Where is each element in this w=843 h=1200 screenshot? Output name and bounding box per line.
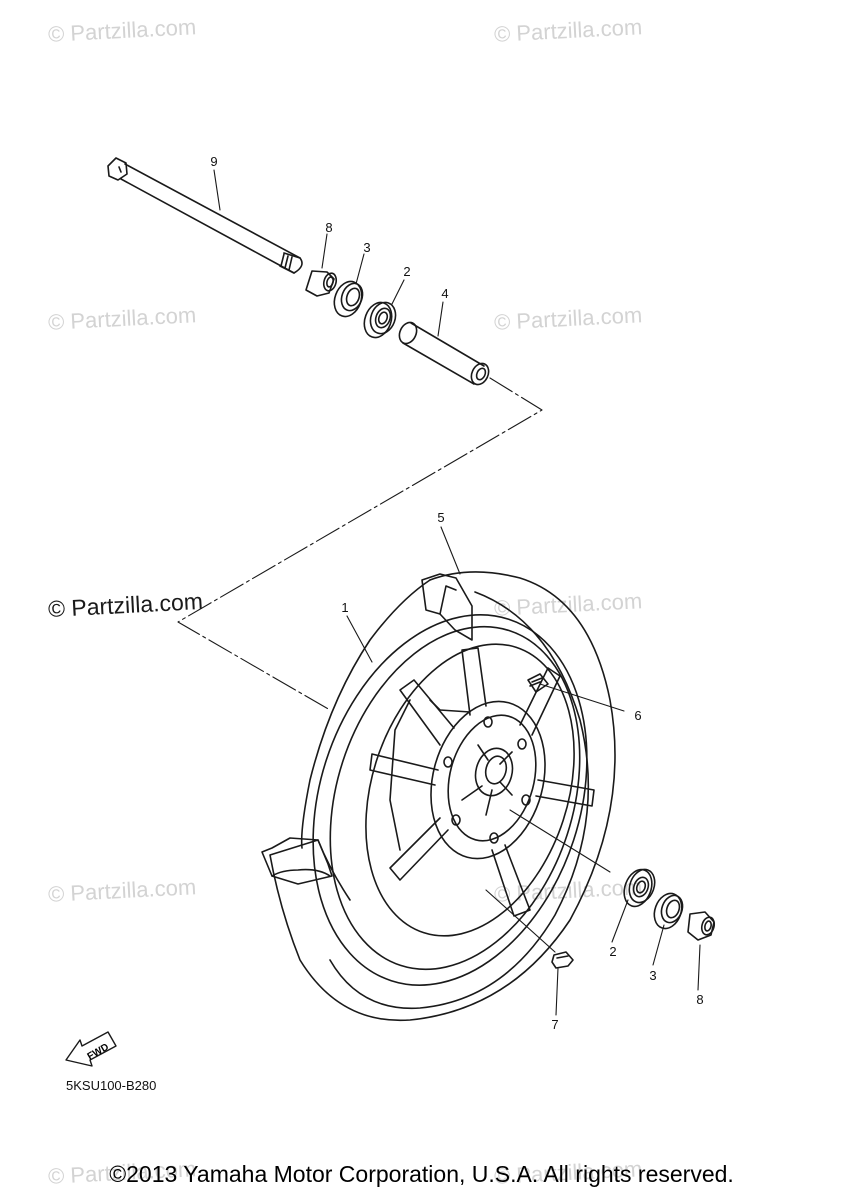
callout-7: 7: [551, 1017, 558, 1032]
tire-part-5: [261, 571, 616, 1022]
callout-1: 1: [341, 600, 348, 615]
assembly-guide-lines: [177, 377, 543, 711]
fwd-label: FWD: [86, 1042, 111, 1063]
callout-8: 8: [325, 220, 332, 235]
callout-3: 3: [363, 240, 370, 255]
cast-wheel-part-1: [312, 614, 595, 986]
spacer-part-4: [398, 321, 490, 386]
fwd-arrow-icon: [65, 1031, 117, 1067]
callout-8: 8: [696, 992, 703, 1007]
collar-part-8-bottom: [687, 911, 716, 941]
bearing-part-2-bottom: [623, 868, 656, 908]
callout-9: 9: [210, 154, 217, 169]
copyright-footer: ©2013 Yamaha Motor Corporation, U.S.A. A…: [109, 1161, 734, 1187]
callout-4: 4: [441, 286, 448, 301]
oil-seal-part-3-top: [333, 280, 364, 318]
bearing-part-2-top: [363, 301, 397, 339]
callout-2: 2: [609, 944, 616, 959]
oil-seal-part-3-bottom: [653, 892, 684, 930]
callout-6: 6: [634, 708, 641, 723]
balance-weight-part-6: [527, 673, 549, 693]
diagram-code: 5KSU100-B280: [66, 1078, 157, 1093]
callout-2: 2: [403, 264, 410, 279]
callout-3: 3: [649, 968, 656, 983]
collar-part-8-top: [305, 270, 338, 297]
callout-numbers: 9 8 3 2 4 5 1 6 2 3 8 7: [210, 154, 703, 1032]
valve-part-7: [551, 951, 574, 969]
callout-5: 5: [437, 510, 444, 525]
axle-part-9: [107, 157, 303, 274]
leader-lines: [213, 169, 701, 1016]
